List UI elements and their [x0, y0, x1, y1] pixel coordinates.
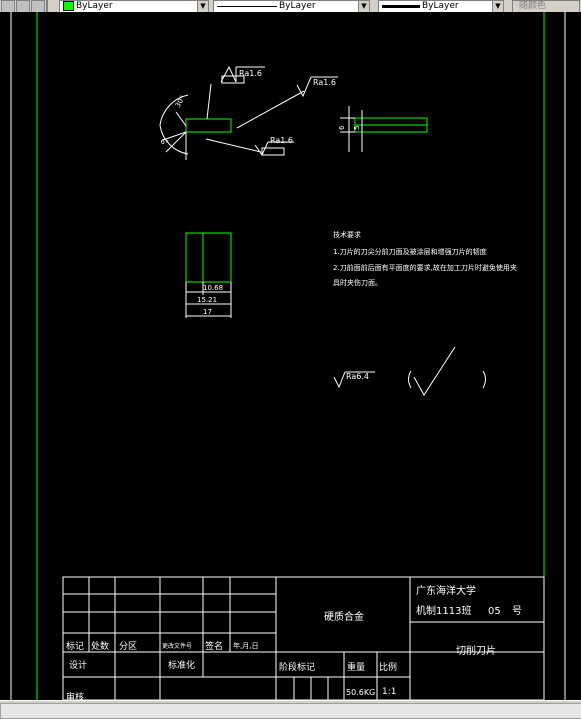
- roughness-check-symbol: [413, 346, 456, 396]
- edge-line: [175, 111, 187, 127]
- student-number-suffix: 号: [512, 605, 522, 617]
- insert-top-rect: [185, 118, 232, 133]
- leader-line: [236, 90, 305, 129]
- title-block: 硬质合金 广东海洋大学 机制1113班 05 号 切削刀片 标记 处数 分区 更…: [62, 576, 545, 700]
- part-name: 切削刀片: [456, 644, 496, 657]
- insert-top-view: 30° 6° Ra1.6 Ra1.6 Ra1.6: [159, 65, 338, 160]
- chevron-down-icon[interactable]: ▼: [358, 1, 369, 12]
- lineweight-preview: [382, 4, 420, 8]
- dim-label-height-outer: 6: [338, 125, 346, 130]
- color-swatch: [63, 1, 74, 11]
- roughness-label-bottom: Ra1.6: [270, 136, 293, 145]
- dim-label-height-inner: 5: [353, 126, 361, 130]
- technical-notes: 技术要求 1.刀片的刀尖分前刀面及被涂层和增强刀片的韧度 2.刀前面前后面有平面…: [333, 230, 517, 287]
- row-label-sign: 签名: [205, 640, 223, 652]
- linetype-dropdown-label: ByLayer: [279, 1, 316, 11]
- angle-arc-top: [159, 94, 189, 126]
- material-label: 硬质合金: [324, 610, 364, 623]
- angle-arc-left: [159, 124, 189, 155]
- chevron-down-icon[interactable]: ▼: [197, 1, 208, 12]
- dim-label-width-1: 10.68: [203, 284, 223, 292]
- cad-drawing[interactable]: 30° 6° Ra1.6 Ra1.6 Ra1.6 6 5: [0, 12, 581, 700]
- angle-label-top: 30°: [174, 94, 187, 109]
- scale-value: 1:1: [382, 687, 396, 697]
- lineweight-dropdown-label: ByLayer: [422, 1, 459, 11]
- tech-notes-line-3: 具时夹伤刀面。: [333, 278, 382, 287]
- color-dropdown-label: ByLayer: [76, 1, 113, 11]
- tech-notes-line-1: 1.刀片的刀尖分前刀面及被涂层和增强刀片的韧度: [333, 247, 487, 256]
- extension-line: [165, 131, 187, 153]
- toolbar-separator: [46, 0, 48, 12]
- roughness-symbol: [333, 371, 346, 389]
- tech-notes-title: 技术要求: [333, 230, 361, 239]
- drawing-canvas[interactable]: 30° 6° Ra1.6 Ra1.6 Ra1.6 6 5: [0, 12, 581, 700]
- roughness-label-top-left: Ra1.6: [239, 69, 262, 78]
- datum-box: [261, 147, 285, 156]
- roughness-symbol: [296, 76, 312, 98]
- datum-box: [221, 75, 245, 84]
- general-roughness: Ra6.4: [333, 346, 486, 396]
- leader-line: [205, 138, 262, 153]
- front-rect: [185, 232, 232, 283]
- roughness-label-top-right: Ra1.6: [313, 78, 336, 87]
- row-label-zone: 分区: [119, 641, 137, 652]
- chevron-down-icon[interactable]: ▼: [492, 1, 503, 12]
- paren-close: [482, 370, 486, 389]
- row-label-count: 处数: [91, 640, 109, 652]
- row-label-stage-mark: 阶段标记: [279, 661, 315, 673]
- row-label-change-doc: 更改文件号: [162, 642, 192, 650]
- command-line[interactable]: [0, 703, 581, 719]
- row-label-scale: 比例: [379, 661, 397, 673]
- row-label-standardize: 标准化: [168, 659, 195, 671]
- dim-label-width-3: 17: [203, 308, 212, 316]
- paren-open: [408, 370, 412, 389]
- row-label-mark: 标记: [66, 640, 84, 652]
- dim-label-width-2: 15.21: [197, 296, 217, 304]
- row-label-design: 设计: [69, 659, 87, 671]
- weight-value: 50.6KG: [346, 688, 375, 697]
- plotstyle-dropdown-label: 随颜色: [519, 1, 547, 11]
- row-label-review: 审核: [66, 691, 84, 700]
- linetype-preview: [217, 5, 277, 7]
- row-label-weight: 重量: [347, 661, 365, 673]
- insert-side-view: 6 5: [338, 106, 428, 152]
- status-bar: [0, 700, 581, 719]
- leader-line: [206, 83, 212, 120]
- insert-front-view: 10.68 15.21 17: [185, 232, 232, 318]
- class-info: 机制1113班: [416, 604, 471, 617]
- tech-notes-line-2: 2.刀前面前后面有平面度的要求,故在加工刀片时避免使用夹: [333, 263, 517, 272]
- row-label-date: 年,月,日: [233, 641, 258, 650]
- school-name: 广东海洋大学: [416, 584, 476, 597]
- edge-line: [162, 131, 187, 141]
- angle-label-left: 6°: [159, 137, 169, 147]
- title-block-border: [62, 576, 545, 700]
- student-number: 05: [488, 606, 501, 617]
- roughness-label-general: Ra6.4: [346, 372, 369, 381]
- roughness-symbol: [220, 65, 237, 83]
